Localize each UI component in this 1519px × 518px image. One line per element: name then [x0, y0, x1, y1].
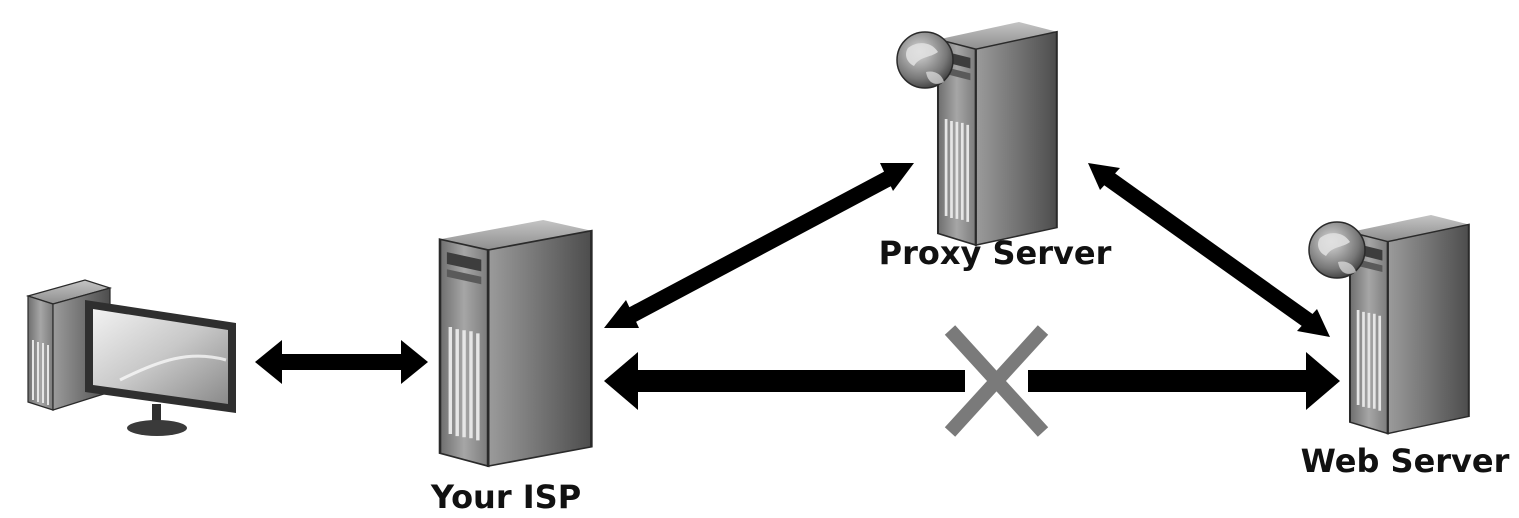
connection-client-isp [255, 340, 428, 384]
connection-proxy-web [1088, 163, 1330, 337]
web-label: Web Server [1301, 442, 1510, 480]
connection-isp-proxy [604, 163, 914, 328]
blocked-x-icon [944, 325, 1049, 437]
proxy-server-tower-icon [896, 20, 1059, 247]
web-server-tower-icon [1308, 213, 1471, 435]
connection-isp-web-blocked [604, 352, 1340, 410]
proxy-label: Proxy Server [879, 234, 1112, 272]
isp-label: Your ISP [430, 478, 581, 516]
isp-server-tower-icon [438, 218, 594, 468]
desktop-computer-icon [25, 279, 236, 436]
proxy-globe-icon [896, 31, 954, 89]
web-globe-icon [1308, 221, 1366, 279]
